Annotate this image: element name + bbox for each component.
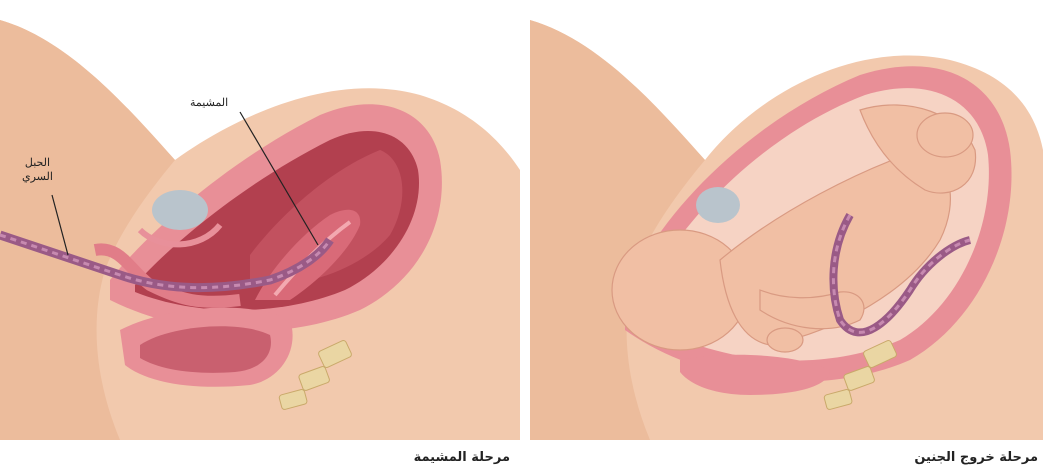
placenta-stage-caption: مرحلة المشيمة bbox=[414, 450, 510, 465]
cord-label-line2: السري bbox=[22, 170, 53, 184]
fetus-stage-panel: مرحلة خروج الجنين bbox=[530, 0, 1043, 471]
placenta-label: المشيمة bbox=[190, 96, 228, 110]
fetus-stage-illustration bbox=[530, 0, 1043, 471]
cord-label-line1: الحبل bbox=[22, 156, 53, 170]
placenta-stage-illustration bbox=[0, 0, 520, 471]
placenta-stage-panel: المشيمة الحبل السري مرحلة المشيمة bbox=[0, 0, 520, 471]
fetus-knee bbox=[917, 113, 973, 157]
umbilical-cord-label: الحبل السري bbox=[22, 156, 53, 184]
fetus-hand bbox=[767, 328, 803, 352]
bladder bbox=[696, 187, 740, 223]
bladder bbox=[152, 190, 208, 230]
fetus-stage-caption: مرحلة خروج الجنين bbox=[914, 450, 1038, 465]
